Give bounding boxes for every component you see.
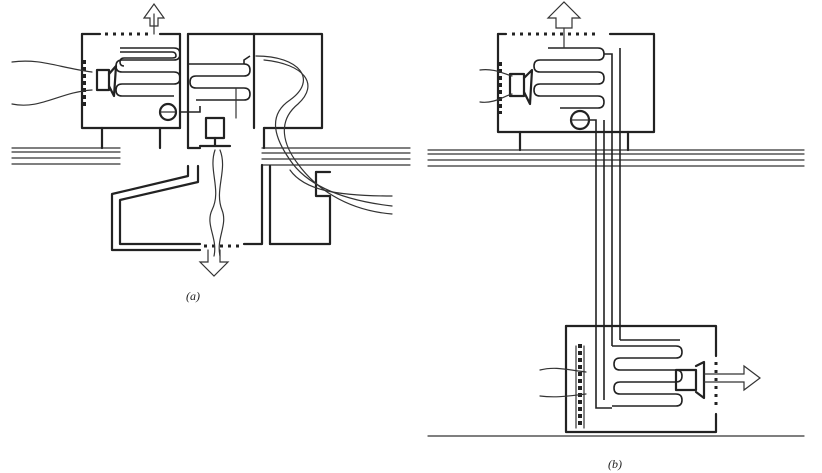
label-a: (a) bbox=[186, 289, 200, 303]
evaporator-coil-b bbox=[612, 339, 683, 407]
figure-b: (b) bbox=[427, 1, 805, 471]
label-b: (b) bbox=[608, 457, 622, 471]
compressor-icon bbox=[158, 102, 178, 122]
evaporator-fan-icon-b bbox=[674, 360, 706, 400]
evaporator-fan-icon bbox=[198, 116, 232, 148]
exhaust-arrow-up-a bbox=[142, 2, 166, 35]
exhaust-arrow-up-b bbox=[546, 1, 582, 49]
floor-slab-a bbox=[11, 147, 411, 166]
figure-a: (a) bbox=[11, 2, 411, 303]
condenser-coil-a bbox=[115, 47, 181, 97]
fan-icon-b bbox=[508, 68, 534, 106]
evaporator-coil-a bbox=[180, 55, 251, 119]
supply-arrow-right-b bbox=[703, 364, 761, 392]
return-airflow-b bbox=[539, 367, 587, 398]
condensing-unit-b bbox=[496, 32, 656, 152]
compressor-icon-b bbox=[569, 109, 591, 131]
return-airflow-a bbox=[255, 55, 393, 215]
supply-arrow-down-a bbox=[198, 149, 230, 277]
evaporator-enclosure-a bbox=[110, 32, 332, 252]
condenser-coil-b bbox=[533, 47, 605, 109]
refrigerant-lines bbox=[590, 48, 621, 409]
floor-slab-b bbox=[427, 149, 805, 167]
intake-airflow-b bbox=[479, 69, 513, 103]
intake-airflow-a bbox=[11, 60, 93, 106]
fan-icon bbox=[95, 64, 118, 98]
evaporator-unit-b bbox=[564, 324, 718, 434]
